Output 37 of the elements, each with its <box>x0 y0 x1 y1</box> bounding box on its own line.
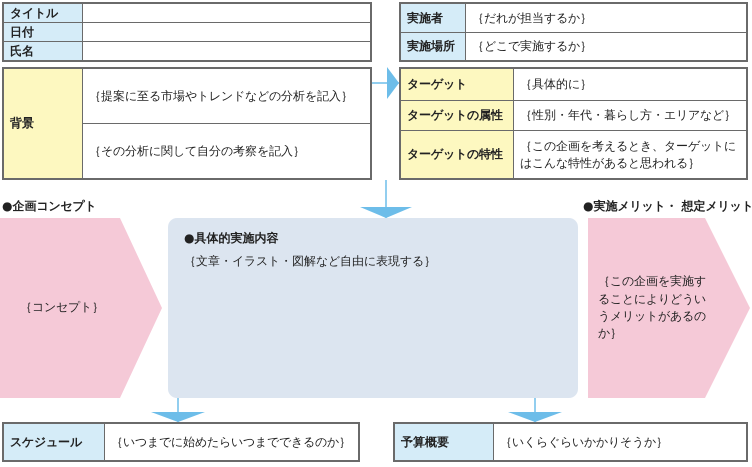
panel-text: ｛文章・イラスト・図解など自由に表現する｝ <box>184 253 437 270</box>
field-label: タイトル <box>4 4 82 22</box>
field-label: 日付 <box>4 23 82 41</box>
flow-arrow <box>372 67 399 99</box>
section-heading: ●実施メリット・ 想定メリット <box>583 198 752 215</box>
field-hint: ｛具体的に｝ <box>514 69 746 100</box>
field-hint: ｛その分析に関して自分の考察を記入｝ <box>83 124 370 178</box>
field-hint: ｛いつまでに始めたらいつまでできるのか｝ <box>105 424 358 460</box>
field-hint: ｛性別・年代・暮らし方・エリアなど｝ <box>514 101 746 130</box>
chevron-text: ｛この企画を実施することによりどういうメリットがあるのか｝ <box>598 273 707 342</box>
form-table <box>2 2 372 62</box>
field-hint: ｛だれが担当するか｝ <box>466 4 746 32</box>
field-label: 実施場所 <box>401 32 465 60</box>
content-panel <box>168 218 578 398</box>
flow-arrow <box>360 180 412 218</box>
panel-heading: ●具体的実施内容 <box>184 230 280 247</box>
chevron-text: ｛コンセプト｝ <box>20 299 104 316</box>
field-label: スケジュール <box>4 424 104 460</box>
section-heading: ●企画コンセプト <box>2 198 96 215</box>
form-table <box>399 2 748 62</box>
flow-arrow <box>508 398 562 422</box>
field-label: ターゲット <box>401 69 513 100</box>
field-label: ターゲットの特性 <box>401 131 513 178</box>
field-label: 実施者 <box>401 4 465 32</box>
field-label: 背景 <box>4 69 82 178</box>
flow-arrow <box>151 398 205 422</box>
field-hint: ｛提案に至る市場やトレンドなどの分析を記入｝ <box>83 69 370 123</box>
field-label: 予算概要 <box>395 424 493 460</box>
field-label: 氏名 <box>4 42 82 60</box>
form-table <box>2 422 360 462</box>
field-hint: ｛どこで実施するか｝ <box>466 32 746 60</box>
form-table <box>393 422 748 462</box>
field-hint: ｛この企画を考えるとき、ターゲットにはこんな特性があると思われる｝ <box>514 131 746 178</box>
field-label: ターゲットの属性 <box>401 101 513 130</box>
form-table <box>2 67 372 180</box>
form-table <box>399 67 748 180</box>
field-hint: ｛いくらぐらいかかりそうか｝ <box>494 424 746 460</box>
